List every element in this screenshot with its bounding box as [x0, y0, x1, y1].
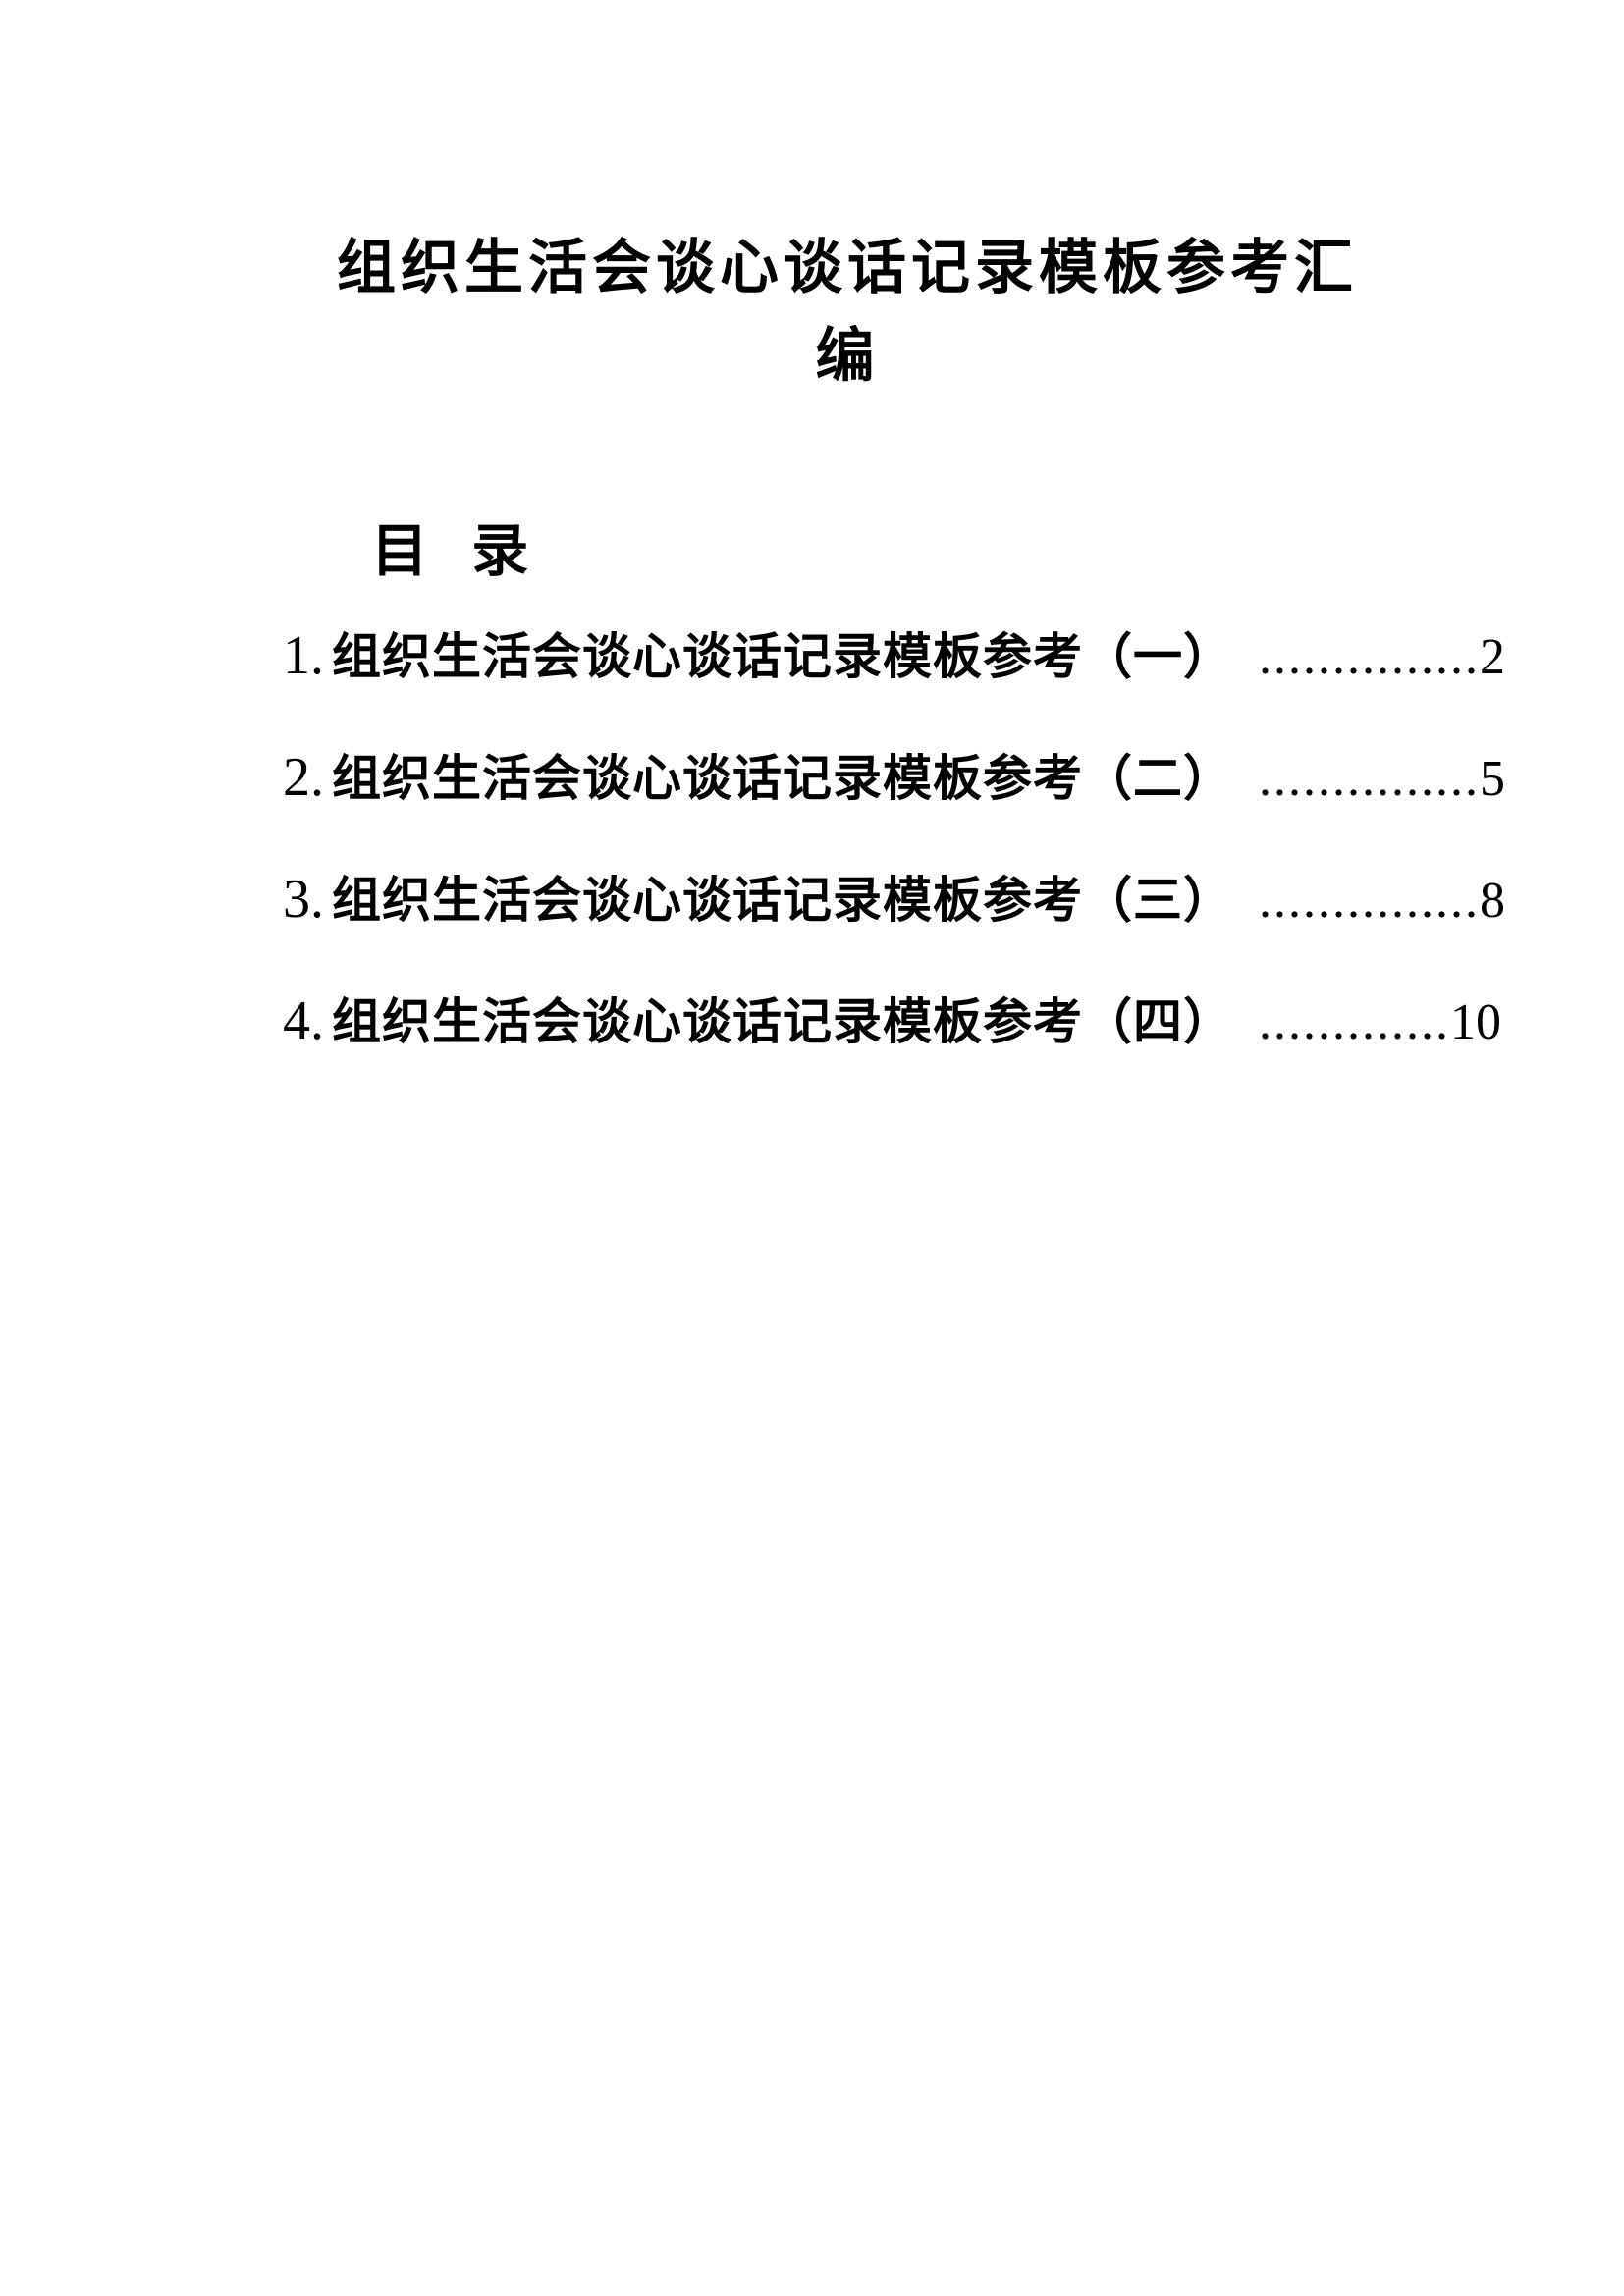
- toc-entry-2[interactable]: 2.组织生活会谈心谈话记录模板参考（二）...............5: [283, 750, 1520, 817]
- toc-entry-4[interactable]: 4.组织生活会谈心谈话记录模板参考（四）.............10: [283, 993, 1520, 1060]
- toc-entry-dot-leader: ...............: [1259, 873, 1480, 929]
- toc-entry-1[interactable]: 1.组织生活会谈心谈话记录模板参考（一）...............2: [283, 628, 1520, 695]
- toc-entry-dot-leader: .............: [1259, 994, 1450, 1050]
- toc-entry-page-number: 10: [1450, 994, 1501, 1050]
- toc-entry-page-number: 8: [1480, 873, 1505, 929]
- document-title-line1: 组织生活会谈心谈话记录模板参考汇: [337, 235, 1358, 300]
- toc-entry-title: 组织生活会谈心谈话记录模板参考（三）: [332, 873, 1233, 928]
- toc-entry-page-number: 5: [1480, 751, 1505, 807]
- toc-entry-title: 组织生活会谈心谈话记录模板参考（一）: [332, 629, 1233, 684]
- toc-entry-number: 3.: [283, 869, 324, 930]
- toc-entry-title: 组织生活会谈心谈话记录模板参考（二）: [332, 751, 1233, 806]
- toc-entry-title: 组织生活会谈心谈话记录模板参考（四）: [332, 994, 1233, 1049]
- toc-heading: 目 录: [371, 519, 533, 583]
- toc-entry-dot-leader: ...............: [1259, 751, 1480, 807]
- toc-entry-dot-leader: ...............: [1259, 629, 1480, 685]
- toc-entry-page-number: 2: [1480, 629, 1505, 685]
- document-title: 组织生活会谈心谈话记录模板参考汇 编: [0, 224, 1624, 400]
- toc-entry-3[interactable]: 3.组织生活会谈心谈话记录模板参考（三）...............8: [283, 872, 1520, 938]
- toc-list: 1.组织生活会谈心谈话记录模板参考（一）...............2 2.组…: [283, 628, 1520, 1117]
- toc-entry-number: 2.: [283, 747, 324, 808]
- document-title-line2: 编: [815, 323, 880, 389]
- toc-entry-number: 4.: [283, 990, 324, 1051]
- toc-entry-number: 1.: [283, 625, 324, 686]
